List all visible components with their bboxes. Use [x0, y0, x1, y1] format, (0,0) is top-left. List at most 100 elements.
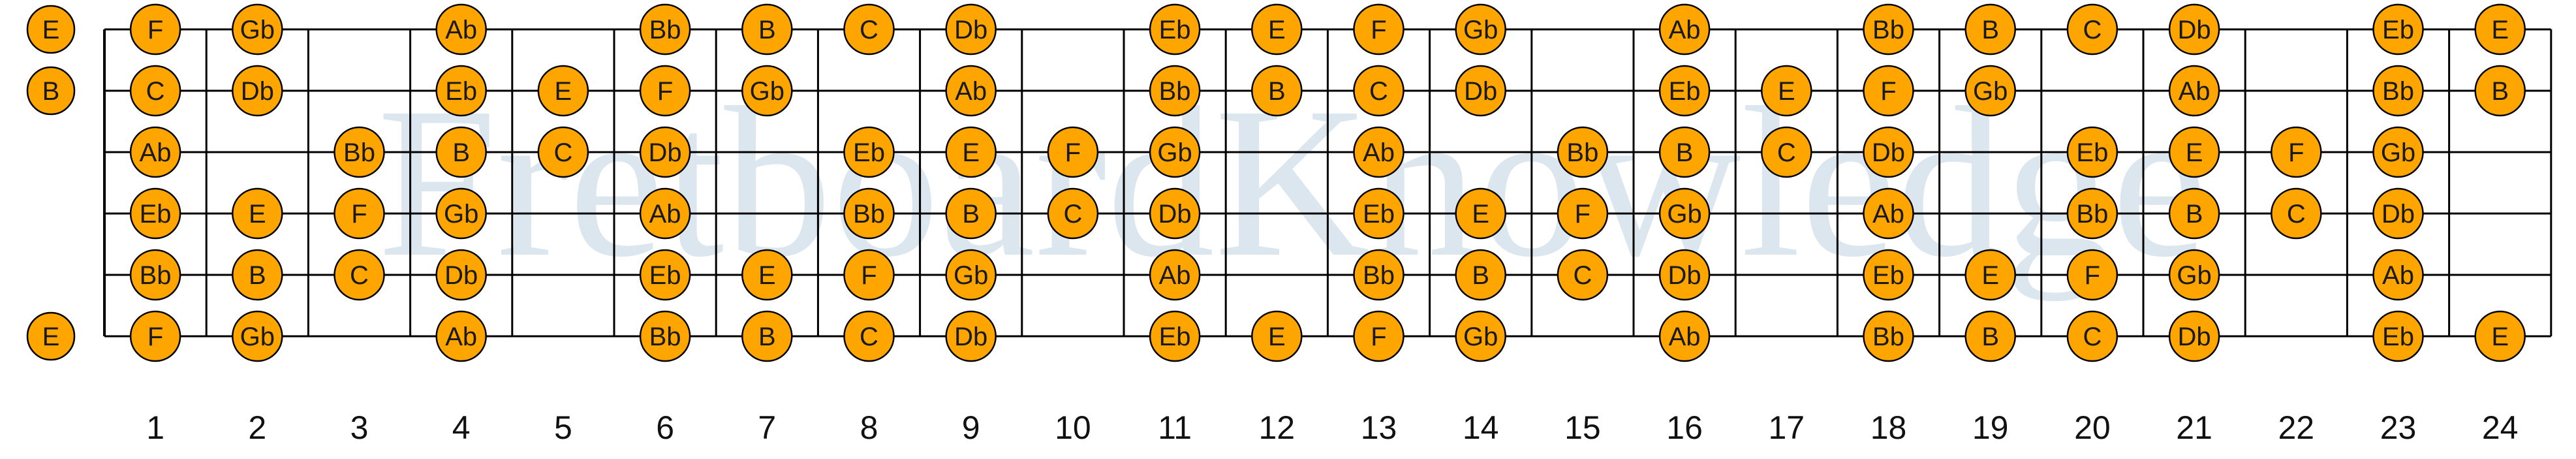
fret-note: B: [1658, 126, 1711, 178]
note-label: Gb: [1667, 200, 1701, 229]
note-circle: [945, 310, 997, 362]
fret-note: E: [2168, 126, 2220, 178]
note-circle: [232, 310, 283, 362]
note-label: F: [147, 323, 163, 351]
note-circle: [2372, 65, 2424, 117]
fret-number: 4: [452, 409, 471, 446]
note-label: Bb: [1159, 77, 1191, 106]
note-label: E: [2491, 323, 2509, 351]
note-label: Bb: [649, 323, 681, 351]
note-circle: [2066, 310, 2118, 362]
note-label: Db: [1158, 200, 1192, 229]
fret-note: Ab: [1658, 310, 1711, 362]
fret-note: Eb: [2372, 310, 2424, 362]
note-circle: [1251, 65, 1303, 117]
fret-note: Bb: [129, 249, 181, 301]
note-circle: [2474, 65, 2526, 117]
fret-note: Gb: [1455, 3, 1506, 55]
fret-note: Db: [1863, 126, 1914, 178]
note-label: Ab: [2382, 261, 2414, 290]
note-circle: [537, 126, 589, 178]
note-label: Db: [2178, 16, 2211, 44]
note-circle: [1353, 249, 1404, 301]
fret-note: Gb: [2168, 249, 2220, 301]
note-label: C: [860, 323, 878, 351]
fret-note: B: [741, 3, 793, 55]
fret-note: F: [1047, 126, 1099, 178]
fret-note: Eb: [1863, 249, 1914, 301]
note-circle: [26, 311, 76, 361]
fret-note: C: [537, 126, 589, 178]
note-label: Bb: [343, 138, 375, 167]
fret-note: Ab: [2168, 65, 2220, 117]
note-circle: [232, 187, 283, 240]
fret-note: E: [537, 65, 589, 117]
note-label: Db: [954, 323, 987, 351]
note-label: Bb: [2076, 200, 2108, 229]
note-label: F: [1065, 138, 1081, 167]
note-label: E: [1981, 261, 1999, 290]
note-label: Db: [649, 138, 682, 167]
note-circle: [945, 3, 997, 55]
note-label: E: [1268, 323, 1286, 351]
fret-note: Ab: [1353, 126, 1404, 178]
fret-note: Eb: [435, 65, 487, 117]
note-label: C: [1573, 261, 1592, 290]
open-string-note: E: [26, 5, 76, 54]
note-circle: [1658, 249, 1711, 301]
note-label: C: [2083, 323, 2102, 351]
fret-note: Db: [232, 65, 283, 117]
note-label: C: [350, 261, 369, 290]
note-label: Ab: [1669, 323, 1701, 351]
fret-note: B: [232, 249, 283, 301]
fret-number: 9: [962, 409, 980, 446]
fret-note: C: [843, 310, 895, 362]
note-circle: [2066, 3, 2118, 55]
fret-note: Db: [2372, 187, 2424, 240]
fret-note: Bb: [1353, 249, 1404, 301]
note-label: F: [861, 261, 877, 290]
fret-note: B: [1964, 310, 2016, 362]
note-circle: [1455, 3, 1506, 55]
note-label: Db: [2382, 200, 2415, 229]
note-label: E: [962, 138, 980, 167]
note-label: Eb: [1872, 261, 1904, 290]
note-circle: [2168, 249, 2220, 301]
note-label: Bb: [1872, 323, 1904, 351]
note-label: C: [2287, 200, 2306, 229]
note-label: F: [1371, 323, 1386, 351]
note-label: Bb: [1566, 138, 1598, 167]
note-circle: [2474, 3, 2526, 55]
note-circle: [1353, 65, 1404, 117]
note-circle: [741, 249, 793, 301]
fret-note: Gb: [1964, 65, 2016, 117]
note-circle: [843, 187, 895, 240]
note-circle: [2168, 310, 2220, 362]
fret-note: C: [843, 3, 895, 55]
note-circle: [2066, 187, 2118, 240]
note-label: Eb: [2076, 138, 2108, 167]
note-label: Ab: [2179, 77, 2211, 106]
note-label: E: [2186, 138, 2203, 167]
fret-number: 19: [1972, 409, 2009, 446]
note-circle: [1251, 3, 1303, 55]
fret-number: 13: [1361, 409, 1397, 446]
note-circle: [1455, 187, 1506, 240]
fret-number: 3: [350, 409, 369, 446]
fret-note: Gb: [1455, 310, 1506, 362]
fret-note: Gb: [741, 65, 793, 117]
fret-note: Ab: [435, 3, 487, 55]
note-label: Db: [1464, 77, 1497, 106]
note-circle: [129, 65, 181, 117]
note-label: Bb: [1363, 261, 1395, 290]
note-circle: [2372, 310, 2424, 362]
note-circle: [334, 126, 385, 178]
fret-note: F: [2271, 126, 2322, 178]
note-circle: [2066, 126, 2118, 178]
fret-note: Eb: [1658, 65, 1711, 117]
note-circle: [1863, 249, 1914, 301]
fret-note: Db: [945, 310, 997, 362]
note-circle: [639, 249, 691, 301]
note-label: B: [2491, 77, 2509, 106]
